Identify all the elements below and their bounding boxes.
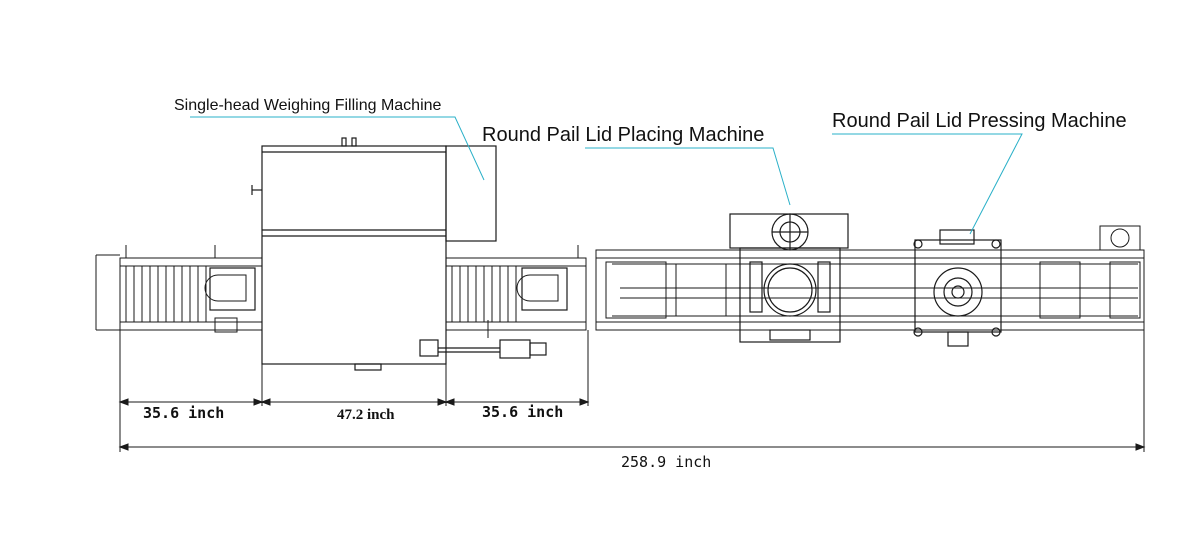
lid-pressing-machine — [913, 229, 1002, 347]
lid-pressing-machine-label: Round Pail Lid Pressing Machine — [832, 110, 1127, 132]
leader-lid-pressing — [832, 133, 1023, 235]
conveyor-rollers — [125, 266, 207, 322]
dim-filling-machine: 47.2 inch — [337, 407, 395, 423]
left-infeed-conveyor — [95, 245, 263, 333]
dim-left-conveyor: 35.6 inch — [143, 404, 224, 422]
filling-machine — [251, 137, 547, 371]
leader-filling-machine — [190, 116, 485, 181]
lid-placing-machine-label: Round Pail Lid Placing Machine — [482, 124, 764, 146]
dim-overall-length: 258.9 inch — [621, 453, 711, 471]
dimension-lines — [118, 330, 1146, 452]
lid-placing-machine — [729, 213, 849, 343]
leader-lid-placing — [585, 147, 791, 206]
conveyor-rollers — [451, 266, 517, 322]
capping-conveyor — [595, 225, 1145, 331]
middle-conveyor — [445, 245, 587, 338]
filling-machine-label: Single-head Weighing Filling Machine — [174, 97, 442, 114]
dim-right-conveyor: 35.6 inch — [482, 403, 563, 421]
leader-lines — [190, 116, 1023, 235]
